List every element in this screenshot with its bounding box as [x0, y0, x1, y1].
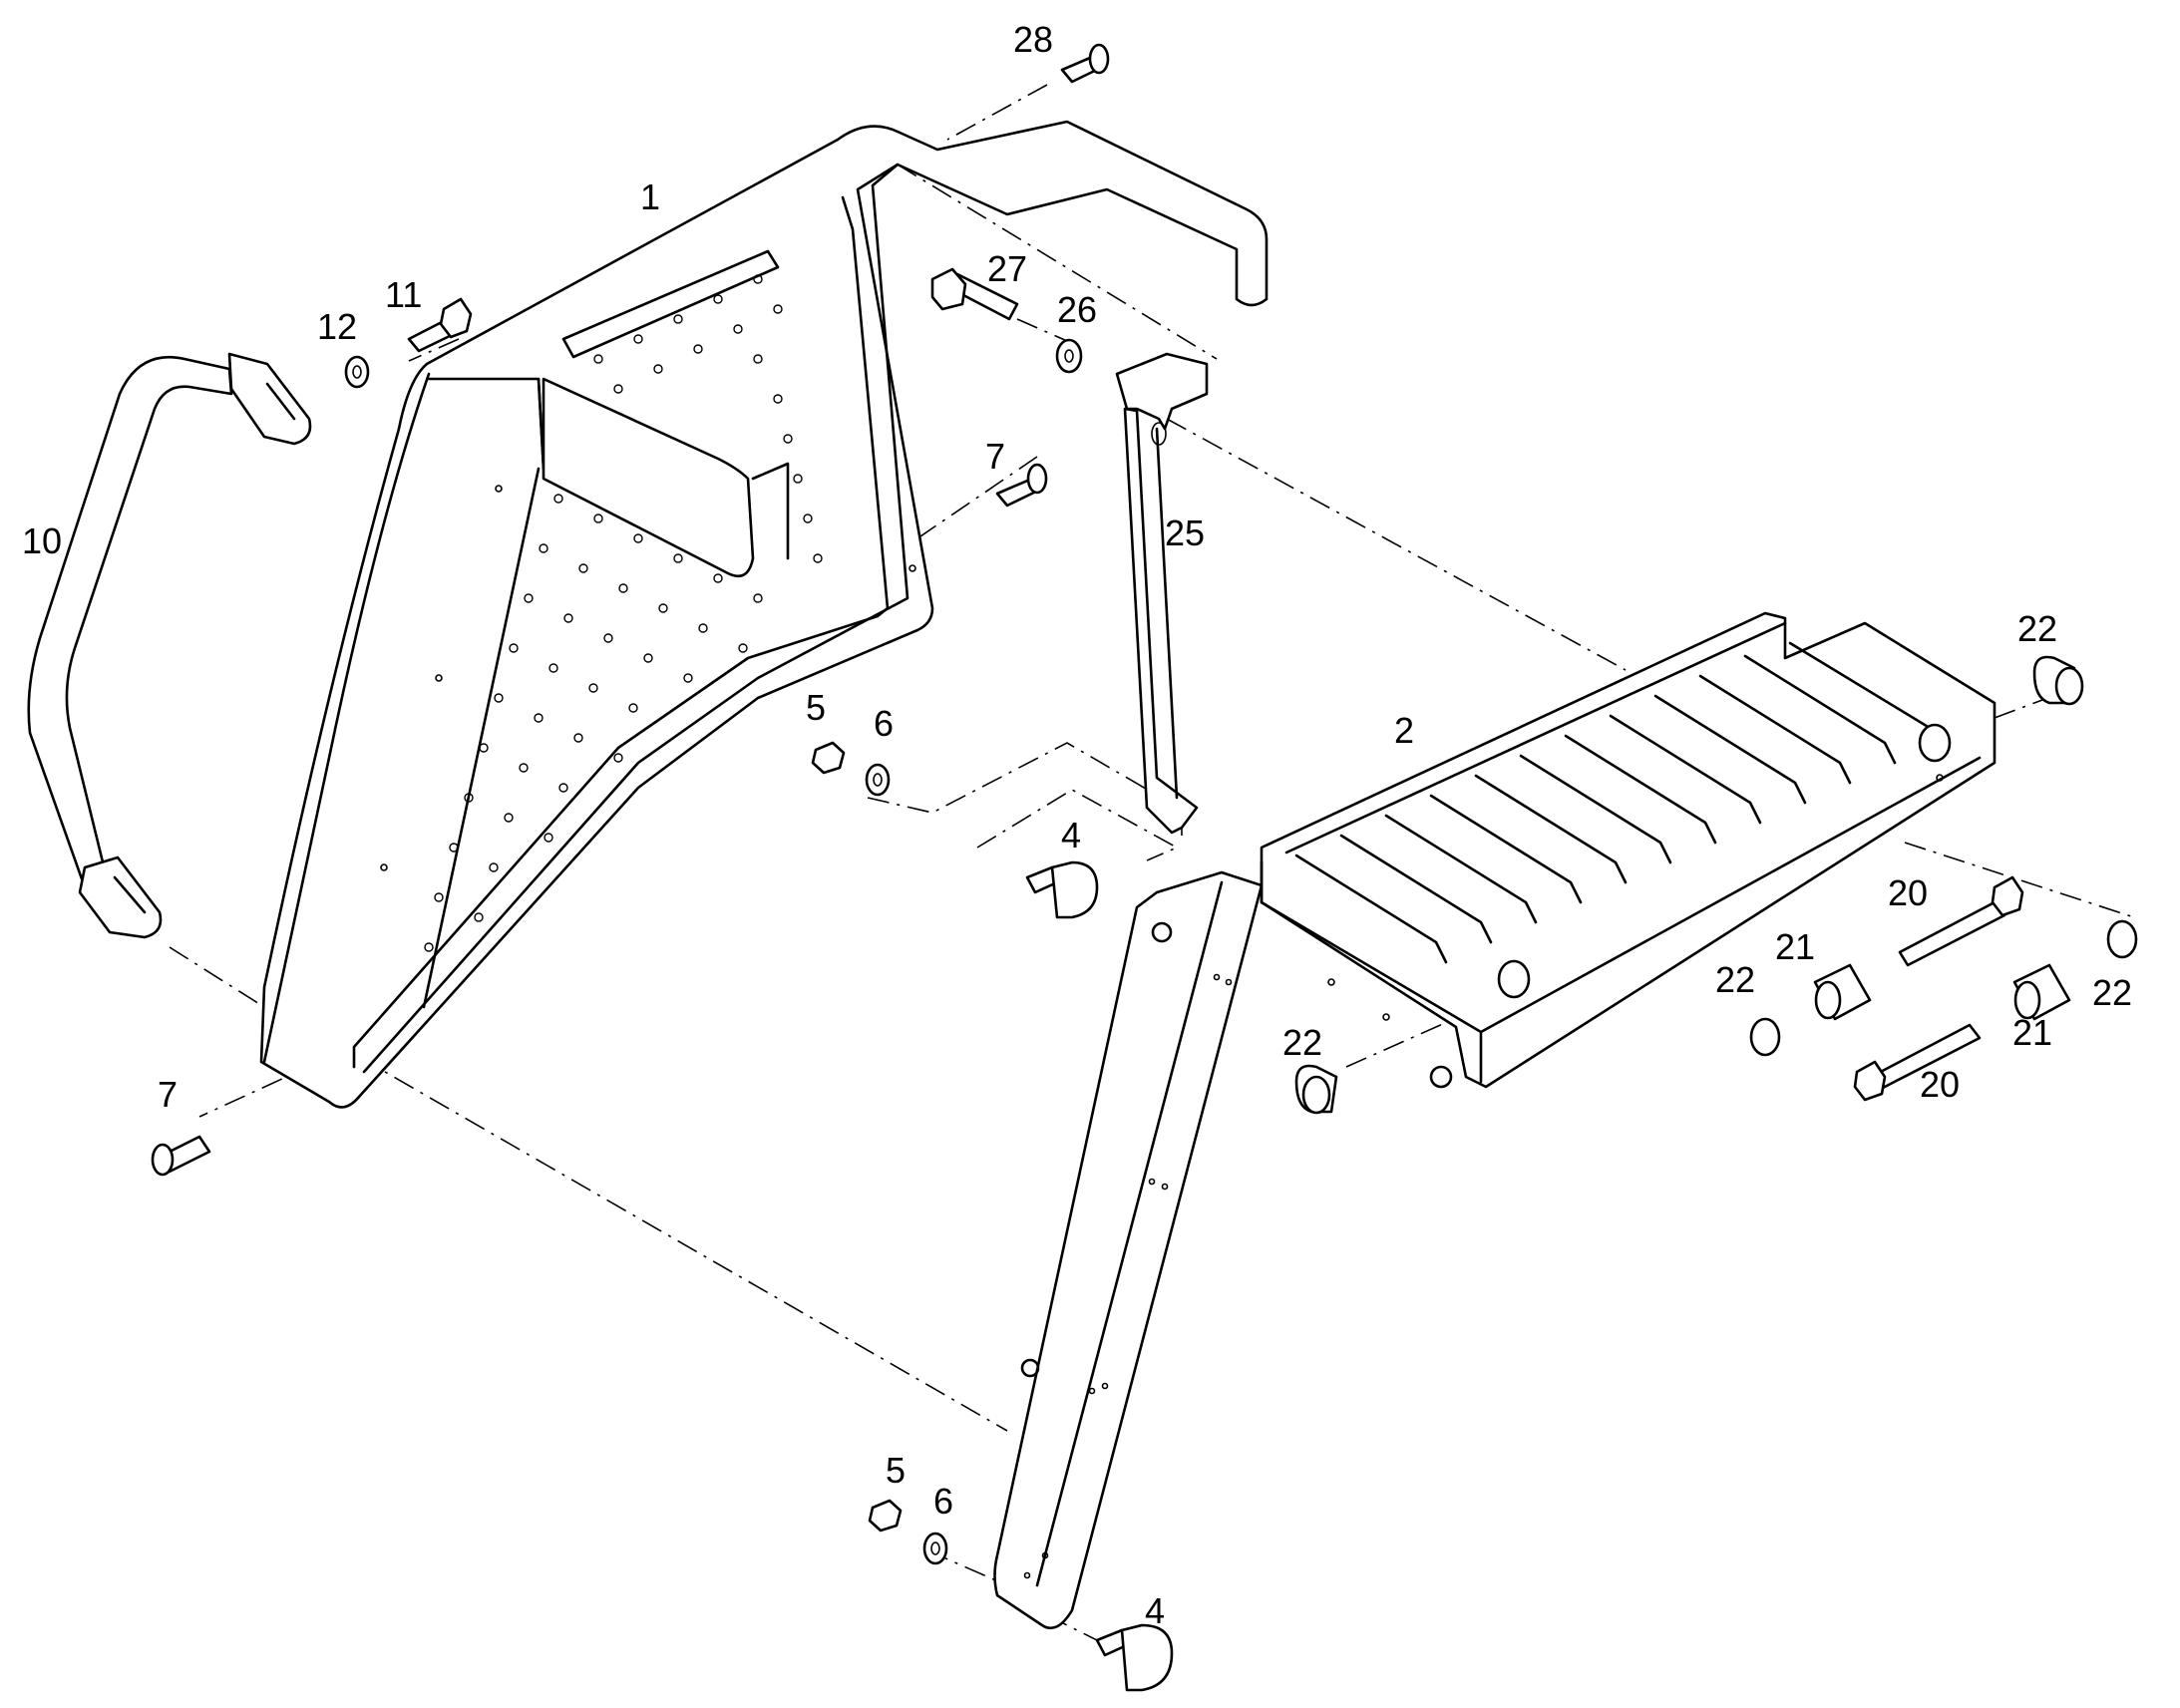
- callout-12: 12: [317, 306, 357, 347]
- hardware: [151, 43, 2138, 1692]
- callout-6: 6: [933, 1481, 953, 1522]
- callout-11: 11: [385, 274, 422, 315]
- callout-22: 22: [2017, 608, 2057, 649]
- callout-22: 22: [1715, 959, 1755, 1000]
- tray-part-2: [1260, 611, 1997, 1089]
- tray-dividers: [1294, 641, 1942, 964]
- callout-20: 20: [1888, 872, 1928, 913]
- handle-bar-part-10: [27, 352, 312, 939]
- callout-4: 4: [1145, 1590, 1165, 1631]
- perforation-pattern: [424, 274, 823, 952]
- callout-labels: 28 1 27 26 11 12 7 10 25 22 2 5 6 4 20 2…: [22, 19, 2132, 1631]
- callout-28: 28: [1013, 19, 1053, 60]
- callout-22: 22: [2092, 972, 2132, 1013]
- callout-20: 20: [1920, 1064, 1960, 1105]
- callout-21: 21: [1775, 926, 1815, 967]
- callout-26: 26: [1057, 289, 1097, 330]
- callout-7: 7: [158, 1074, 178, 1115]
- callout-2: 2: [1394, 710, 1414, 751]
- callout-22: 22: [1282, 1022, 1322, 1063]
- callout-6: 6: [874, 703, 894, 744]
- callout-27: 27: [987, 248, 1027, 289]
- callout-10: 10: [22, 520, 62, 561]
- callout-21: 21: [2012, 1012, 2052, 1053]
- housing-part-1: [259, 120, 1269, 1109]
- callout-25: 25: [1165, 512, 1205, 553]
- side-panel: [993, 870, 1264, 1630]
- callout-5: 5: [806, 687, 826, 728]
- callout-7: 7: [985, 436, 1005, 477]
- callout-1: 1: [640, 176, 660, 217]
- callout-5: 5: [886, 1450, 906, 1491]
- strut-part-25: [1115, 352, 1209, 835]
- callout-4: 4: [1061, 815, 1081, 855]
